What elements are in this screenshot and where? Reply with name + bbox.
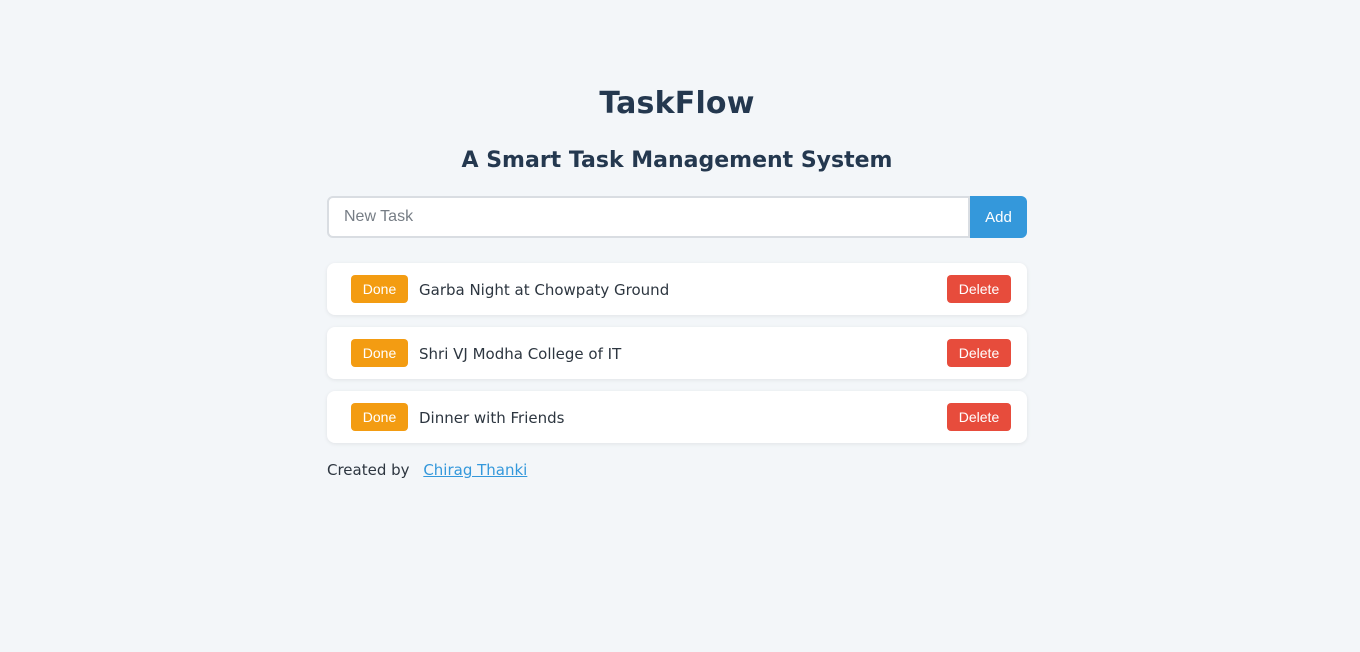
app-title: TaskFlow [599, 86, 755, 121]
delete-button[interactable]: Delete [947, 275, 1011, 303]
add-button[interactable]: Add [970, 196, 1027, 238]
footer-prefix: Created by [327, 461, 410, 479]
new-task-input[interactable] [327, 196, 970, 238]
delete-button[interactable]: Delete [947, 403, 1011, 431]
task-item: Done Shri VJ Modha College of IT Delete [327, 327, 1027, 379]
done-button[interactable]: Done [351, 403, 408, 431]
task-text: Garba Night at Chowpaty Ground [419, 281, 670, 299]
done-button[interactable]: Done [351, 339, 408, 367]
footer: Created by Chirag Thanki [327, 460, 1027, 480]
author-link[interactable]: Chirag Thanki [423, 461, 528, 479]
done-button[interactable]: Done [351, 275, 408, 303]
task-item: Done Dinner with Friends Delete [327, 391, 1027, 443]
task-list: Done Garba Night at Chowpaty Ground Dele… [327, 263, 1027, 455]
app-subtitle: A Smart Task Management System [461, 148, 893, 173]
delete-button[interactable]: Delete [947, 339, 1011, 367]
task-text: Dinner with Friends [419, 409, 565, 427]
task-text: Shri VJ Modha College of IT [419, 345, 622, 363]
add-task-form: Add [327, 196, 1027, 238]
task-item: Done Garba Night at Chowpaty Ground Dele… [327, 263, 1027, 315]
